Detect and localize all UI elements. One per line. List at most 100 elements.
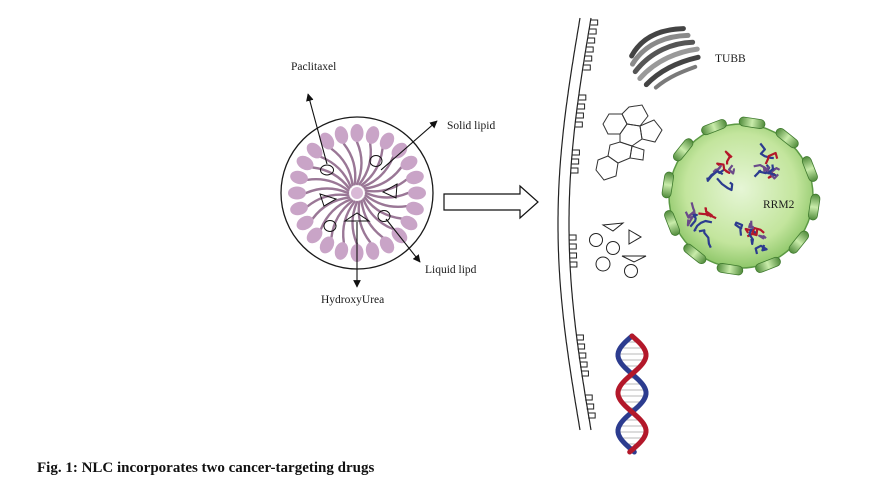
membrane-pore <box>577 343 586 350</box>
hydroxyurea-label: HydroxyUrea <box>321 294 384 306</box>
lipid-head <box>408 186 426 200</box>
lipid-tail <box>362 198 395 231</box>
membrane-pore <box>578 352 587 359</box>
cell-membrane-protein <box>664 210 681 236</box>
hydroxyurea-drug-shape <box>381 183 398 199</box>
hydroxyurea-drug-shape <box>628 229 642 245</box>
membrane-pore <box>589 28 597 35</box>
protein-strand <box>687 202 697 218</box>
membrane-pore <box>581 370 589 377</box>
lipid-head <box>365 126 380 144</box>
rrm2-protein <box>706 150 736 192</box>
lipid-tail <box>319 155 352 188</box>
figure-caption: Fig. 1: NLC incorporates two cancer-targ… <box>37 460 375 476</box>
protein-strand <box>716 177 734 192</box>
rrm2-protein <box>753 142 781 180</box>
rrm2-label: RRM2 <box>763 199 795 211</box>
lipid-tail <box>311 196 351 220</box>
hydroxyurea-drug-shape <box>343 212 371 222</box>
nlc-core <box>351 187 363 199</box>
hydroxyurea-drug-shape <box>601 222 625 232</box>
membrane-pore <box>576 334 584 341</box>
protein-strand <box>716 162 731 174</box>
protein-strand <box>706 168 725 182</box>
protein-strand <box>689 213 698 228</box>
membrane-pore <box>569 261 578 268</box>
lipid-head <box>365 242 380 260</box>
tubb-label: TUBB <box>715 53 746 65</box>
lipid-head <box>350 124 364 142</box>
membrane-pore <box>569 252 578 259</box>
lipid-head <box>296 215 314 231</box>
lipid-tail <box>363 166 403 190</box>
lipid-head <box>406 170 424 185</box>
paclitaxel-drug-shape <box>323 220 337 232</box>
membrane-pore <box>580 361 588 368</box>
solid-lipid-arrow <box>380 120 438 171</box>
paclitaxel-drug-shape <box>624 264 638 278</box>
membrane-pore <box>569 243 577 250</box>
membrane-pore <box>572 149 580 156</box>
lipid-tail <box>304 187 350 195</box>
protein-strand <box>748 220 755 230</box>
lipid-head <box>290 170 308 185</box>
lipid-head <box>379 132 395 150</box>
lipid-tail <box>330 199 354 239</box>
lipid-tail <box>355 140 363 186</box>
paclitaxel-arrow <box>306 93 328 165</box>
lipid-head <box>391 142 408 159</box>
lipid-head <box>296 155 314 171</box>
cell-membrane-protein <box>683 243 707 265</box>
lipid-head <box>288 186 306 200</box>
membrane-pore <box>569 234 577 241</box>
membrane-pore <box>570 167 579 174</box>
lipid-tail <box>330 147 354 187</box>
cell-membrane <box>557 17 599 431</box>
lipid-head <box>319 236 335 254</box>
membrane-pore <box>577 103 586 110</box>
lipid-head <box>334 126 349 144</box>
membrane-pore <box>575 121 583 128</box>
cell-membrane-protein <box>716 262 744 276</box>
liquid-lipid-label: Liquid lipd <box>425 264 477 276</box>
liquid-lipid-arrow <box>385 218 421 263</box>
paclitaxel-structure <box>595 104 663 181</box>
transition-arrow <box>443 184 539 220</box>
membrane-pore <box>585 394 593 401</box>
lipid-tail <box>342 142 357 186</box>
protein-strand <box>754 244 768 255</box>
lipid-tail <box>358 142 372 186</box>
lipid-tail <box>319 198 352 231</box>
membrane-pore <box>587 37 596 44</box>
protein-strand <box>748 228 758 245</box>
lipid-head <box>406 201 424 216</box>
tubb-icon <box>629 26 701 90</box>
protein-strand <box>764 151 779 165</box>
lipid-tail <box>360 147 384 187</box>
paclitaxel-drug-shape <box>606 241 620 255</box>
lipid-tail <box>306 178 350 192</box>
cell-membrane-protein <box>738 116 766 130</box>
lipid-head <box>400 155 418 171</box>
protein-strand <box>728 164 736 175</box>
protein-strand <box>758 234 767 240</box>
membrane-pore <box>578 94 587 101</box>
protein-strand <box>693 219 713 232</box>
membrane-pore <box>584 55 593 62</box>
lipid-head <box>319 132 335 150</box>
hydroxyurea-drug-shape <box>621 255 647 263</box>
cell-membrane-protein <box>807 193 821 221</box>
membrane-pore <box>571 158 580 165</box>
lipid-tail <box>351 200 359 246</box>
rrm2-cell <box>661 116 821 276</box>
protein-strand <box>759 142 774 160</box>
lipid-tail <box>364 191 410 199</box>
protein-strand <box>751 226 765 237</box>
lipid-head <box>306 142 323 159</box>
rrm2-protein <box>734 220 768 255</box>
lipid-head <box>334 242 349 260</box>
cell-membrane-protein <box>775 127 799 149</box>
membrane-pore <box>590 19 599 26</box>
membrane-pore <box>583 64 591 71</box>
